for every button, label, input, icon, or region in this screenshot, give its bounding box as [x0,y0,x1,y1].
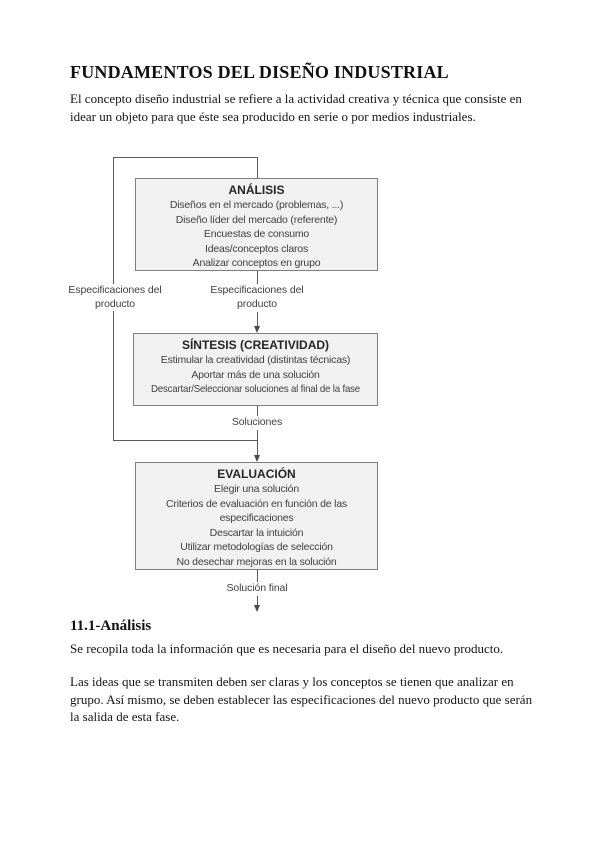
evaluacion-item: Elegir una solución [214,483,299,495]
analysis-box-title: ANÁLISIS [228,183,285,197]
evaluacion-box-title: EVALUACIÓN [217,467,296,481]
analysis-item: Diseños en el mercado (problemas, ...) [169,199,344,211]
sintesis-item: Aportar más de una solución [191,368,320,381]
evaluacion-item: Criterios de evaluación en función de la… [166,497,347,525]
analysis-item: Encuestas de consumo [203,228,310,240]
connector-spec-to-sintesis [257,312,259,326]
connector-top-horizontal [113,157,258,159]
sintesis-box-title: SÍNTESIS (CREATIVIDAD) [181,338,330,352]
page-title: FUNDAMENTOS DEL DISEÑO INDUSTRIAL [70,62,449,82]
section-paragraph-1: Se recopila toda la información que es n… [70,641,504,656]
label-especificaciones-left: Especificaciones del producto [68,284,162,311]
section-paragraph-2: Las ideas que se transmiten deben ser cl… [70,674,533,724]
label-soluciones: Soluciones [222,416,292,430]
connector-merge-horizontal [113,440,258,442]
arrowhead-into-evaluacion [254,455,260,462]
connector-evaluacion-out [257,570,259,582]
label-solucion-final: Solución final [212,582,302,596]
evaluacion-item: Descartar la intuición [209,526,304,539]
analysis-item: Diseño líder del mercado (referente) [175,213,338,226]
connector-sintesis-out [257,406,259,416]
label-especificaciones-mid: Especificaciones del producto [210,284,304,311]
evaluacion-item: Utilizar metodologías de selección [180,541,333,553]
connector-into-analysis [257,157,259,179]
connector-final-output [257,596,259,605]
sintesis-item: Estimular la creatividad (distintas técn… [160,354,351,366]
arrowhead-final-output [254,605,260,612]
section-heading: 11.1-Análisis [70,618,152,634]
arrowhead-into-sintesis [254,326,260,333]
analysis-item: Analizar conceptos en grupo [192,257,321,269]
analysis-item: Ideas/conceptos claros [205,242,308,255]
sintesis-item: Descartar/Seleccionar soluciones al fina… [151,383,360,395]
connector-analysis-out [257,270,259,284]
intro-paragraph: El concepto diseño industrial se refiere… [70,91,522,124]
evaluacion-box: EVALUACIÓN Elegir una solución Criterios… [135,462,378,570]
analysis-box: ANÁLISIS Diseños en el mercado (problema… [135,178,378,271]
evaluacion-item: No desechar mejoras en la solución [176,555,337,568]
sintesis-box: SÍNTESIS (CREATIVIDAD) Estimular la crea… [133,333,378,406]
connector-soluciones-to-evaluacion [257,430,259,455]
